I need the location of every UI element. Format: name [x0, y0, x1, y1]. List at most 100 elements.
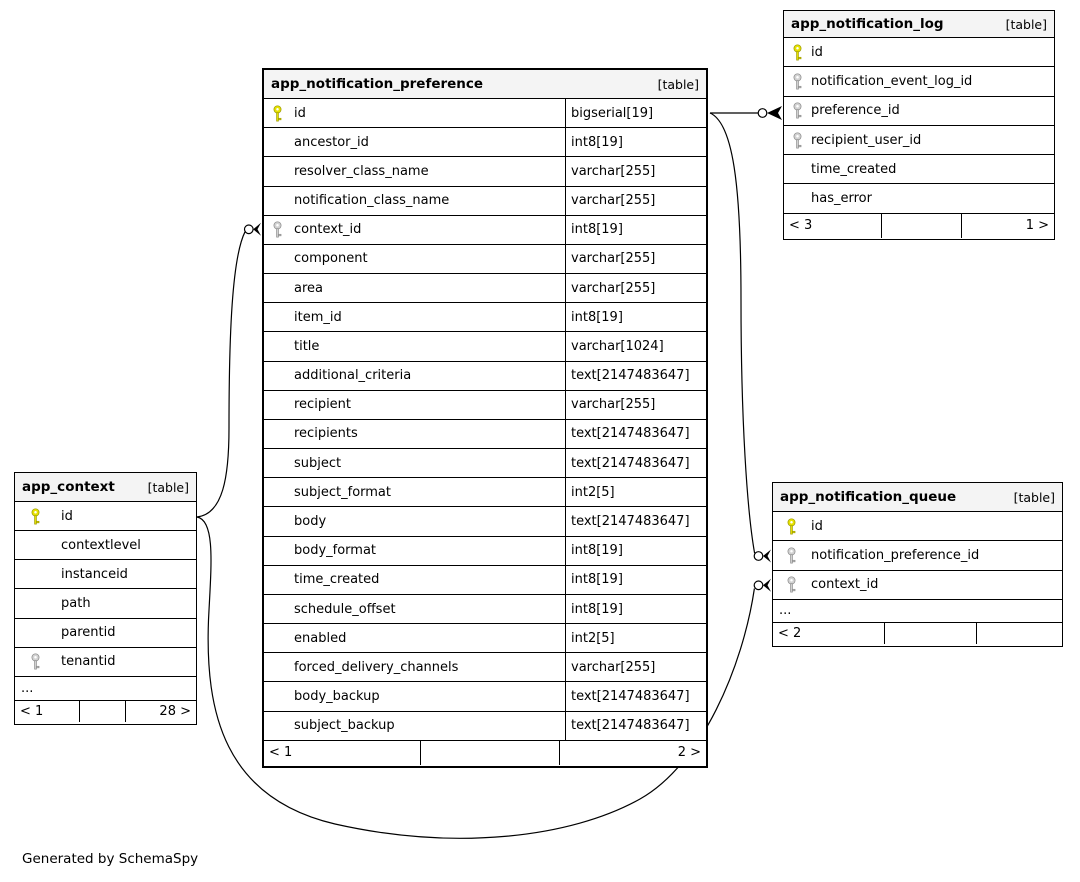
table-row: body text[2147483647] [264, 507, 706, 537]
table-app_notification_preference: app_notification_preference [table] id b… [262, 68, 708, 768]
column-name: item_id [294, 309, 342, 325]
column-name-cell: recipient_user_id [784, 131, 1054, 148]
table-header: app_context [table] [15, 473, 196, 502]
column-name-cell: contextlevel [15, 538, 196, 553]
table-footer: < 3 1 > [784, 213, 1054, 238]
key-icon [793, 73, 802, 90]
table-row: subject_format int2[5] [264, 478, 706, 508]
footer-mid [420, 740, 559, 765]
column-name: context_id [294, 222, 362, 238]
more-columns-row: ... [15, 677, 196, 701]
column-name-cell: id [773, 518, 1062, 535]
ellipsis: ... [779, 603, 792, 619]
column-name-cell: notification_event_log_id [784, 73, 1054, 90]
table-header: app_notification_preference [table] [264, 70, 706, 99]
column-name: subject [294, 455, 342, 471]
column-name: subject_format [294, 484, 391, 500]
column-name-cell: context_id [264, 221, 565, 238]
more-columns-row: ... [773, 600, 1062, 623]
table-row: schedule_offset int8[19] [264, 594, 706, 625]
table-row: ancestor_id int8[19] [264, 128, 706, 158]
footer-mid [881, 213, 961, 238]
column-name-cell: context_id [773, 576, 1062, 593]
column-type: bigserial[19] [565, 99, 706, 128]
column-name: tenantid [61, 654, 116, 670]
table-title[interactable]: app_notification_queue [780, 489, 957, 505]
column-rows: id bigserial[19] ancestor_id int8[19] [264, 99, 706, 741]
column-name: preference_id [811, 103, 900, 119]
column-type: varchar[255] [565, 157, 706, 186]
column-name: recipient [294, 397, 352, 413]
footer-right: 28 > [125, 700, 196, 722]
table-title[interactable]: app_notification_log [791, 16, 944, 32]
footer-right [976, 622, 1062, 644]
column-type: int2[5] [565, 624, 706, 653]
column-name-cell: notification_class_name [264, 193, 565, 208]
column-type: varchar[255] [565, 244, 706, 274]
column-name-cell: time_created [784, 162, 1054, 177]
key-icon [793, 44, 802, 61]
key-icon [793, 102, 802, 119]
column-name: time_created [294, 572, 380, 588]
table-row: recipients text[2147483647] [264, 419, 706, 450]
table-row: subject_backup text[2147483647] [264, 711, 706, 741]
table-tag: [table] [657, 76, 699, 92]
column-name: recipient_user_id [811, 132, 922, 148]
column-type: varchar[255] [565, 274, 706, 303]
table-tag: [table] [1005, 16, 1047, 32]
relationship-preference-id-to-log-preference_id [710, 106, 782, 120]
table-header: app_notification_queue [table] [773, 483, 1062, 512]
column-name: area [294, 280, 323, 296]
table-row: id [15, 502, 196, 532]
column-type: int8[19] [565, 128, 706, 157]
table-row: resolver_class_name varchar[255] [264, 157, 706, 187]
column-type: text[2147483647] [565, 449, 706, 478]
key-icon [787, 576, 796, 593]
column-name-cell: body_format [264, 543, 565, 558]
table-row: id [773, 512, 1062, 542]
column-name: id [294, 105, 306, 121]
footer-left: < 1 [20, 703, 44, 719]
table-tag: [table] [147, 479, 189, 495]
column-name: contextlevel [61, 537, 141, 553]
footer-left: < 2 [778, 625, 802, 641]
table-app_notification_queue: app_notification_queue [table] id [772, 482, 1063, 647]
column-name: subject_backup [294, 718, 395, 734]
table-row: tenantid [15, 647, 196, 677]
column-name: schedule_offset [294, 601, 396, 617]
table-title[interactable]: app_notification_preference [271, 76, 484, 92]
table-row: enabled int2[5] [264, 624, 706, 654]
column-name-cell: body [264, 514, 565, 529]
column-type: int8[19] [565, 594, 706, 624]
footer-right: 1 > [961, 213, 1054, 238]
column-name: resolver_class_name [294, 163, 429, 179]
column-name-cell: id [784, 44, 1054, 61]
column-type: int8[19] [565, 215, 706, 244]
column-name: time_created [811, 161, 897, 177]
table-row: context_id int8[19] [264, 215, 706, 245]
table-row: title varchar[1024] [264, 332, 706, 362]
table-row: component varchar[255] [264, 244, 706, 275]
generated-by-note: Generated by SchemaSpy [22, 851, 199, 867]
column-type: varchar[255] [565, 390, 706, 419]
table-row: context_id [773, 570, 1062, 600]
column-name-cell: tenantid [15, 653, 196, 670]
key-icon [787, 547, 796, 564]
column-name: has_error [811, 191, 872, 207]
table-row: parentid [15, 618, 196, 648]
table-title[interactable]: app_context [22, 479, 115, 495]
column-name: notification_preference_id [811, 547, 980, 563]
table-footer: < 1 28 > [15, 700, 196, 722]
table-row: item_id int8[19] [264, 303, 706, 333]
column-type: int8[19] [565, 536, 706, 565]
ellipsis: ... [21, 680, 34, 696]
table-row: id [784, 38, 1054, 68]
table-row: notification_class_name varchar[255] [264, 186, 706, 216]
table-row: notification_preference_id [773, 541, 1062, 571]
table-row: recipient_user_id [784, 125, 1054, 156]
column-name: path [61, 596, 91, 612]
table-row: subject text[2147483647] [264, 449, 706, 479]
column-name: id [811, 44, 823, 60]
key-icon [31, 508, 40, 525]
column-rows: id notification_event_log_id [784, 38, 1054, 214]
